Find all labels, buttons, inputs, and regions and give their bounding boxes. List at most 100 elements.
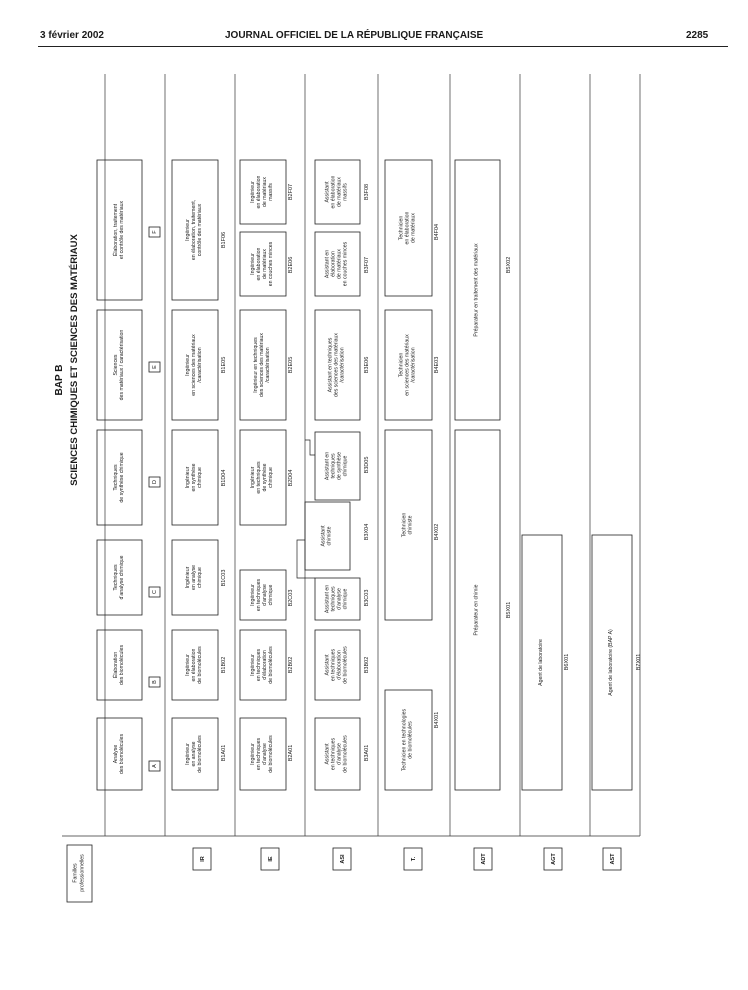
job-title-ie-c: Ingénieuren techniquesd'analysechimique bbox=[250, 578, 274, 611]
job-code-asi-cd: B3X04 bbox=[364, 524, 370, 541]
job-title-adt-1: Préparateur en chimie bbox=[474, 584, 480, 635]
job-code-ir-b: B1B02 bbox=[221, 657, 227, 674]
category-badge bbox=[403, 847, 423, 871]
family-letter-box bbox=[148, 586, 161, 598]
family-header-box bbox=[96, 629, 143, 701]
job-box-asi-f1 bbox=[314, 231, 361, 297]
category-t: T. bbox=[411, 856, 417, 861]
job-title-asi-f1: Assistant enélaborationde matériauxen co… bbox=[325, 241, 349, 286]
legend-box bbox=[66, 844, 93, 903]
family-letter-c: C bbox=[152, 590, 158, 594]
job-box-t-ab bbox=[384, 689, 433, 791]
job-title-asi-d: Assistant entechniquesde synthèsechimiqu… bbox=[325, 452, 349, 480]
job-title-ir-a: Ingénieuren analysede biomolécules bbox=[185, 735, 203, 773]
category-ir: IR bbox=[200, 856, 206, 862]
job-code-adt-2: B5X02 bbox=[506, 257, 512, 274]
job-title-t-f: Technicienen élaborationde matériaux bbox=[399, 211, 417, 244]
job-code-t-e: B4E03 bbox=[434, 357, 440, 374]
family-name-d: Techniquesde synthèse chimique bbox=[113, 452, 125, 502]
legend-text: Famillesprofessionnelles bbox=[73, 854, 86, 892]
job-title-ir-f: Ingénieuren élaboration, traitement,cont… bbox=[185, 200, 203, 260]
job-code-ie-a: B2A01 bbox=[288, 745, 294, 762]
job-box-ie-f2 bbox=[239, 159, 287, 225]
job-title-ie-f1: Ingénieuren élaborationde matériauxen co… bbox=[250, 241, 274, 286]
job-box-t-f bbox=[384, 159, 433, 297]
family-letter-box bbox=[148, 361, 161, 373]
job-box-ast-1 bbox=[591, 534, 633, 791]
job-code-asi-d: B3D05 bbox=[364, 457, 370, 474]
job-box-asi-a bbox=[314, 717, 361, 791]
category-asi: ASI bbox=[340, 854, 346, 864]
family-name-c: Techniquesd'analyse chimique bbox=[113, 555, 125, 599]
job-title-ie-f2: Ingénieuren élaborationde matériauxmassi… bbox=[250, 175, 274, 208]
category-ie: IE bbox=[268, 856, 274, 862]
job-box-ir-c bbox=[171, 539, 219, 616]
job-code-asi-c: B3C03 bbox=[364, 590, 370, 607]
job-box-asi-cd bbox=[304, 501, 351, 571]
job-box-ir-a bbox=[171, 717, 219, 791]
family-header-box bbox=[96, 309, 143, 421]
job-code-agt-1: B6X01 bbox=[564, 654, 570, 671]
job-title-ie-d: Ingénieuren techniquesde synthèsechimiqu… bbox=[250, 461, 274, 494]
job-code-ie-f1: B2E06 bbox=[288, 257, 294, 274]
job-title-asi-f2: Assistanten élaborationde matériauxmassi… bbox=[325, 175, 349, 208]
job-code-adt-1: B5X01 bbox=[506, 602, 512, 619]
category-badge bbox=[260, 847, 280, 871]
job-box-ir-b bbox=[171, 629, 219, 701]
job-code-ast-1: B7X01 bbox=[636, 654, 642, 671]
job-title-asi-cd: Assistantchimiste bbox=[321, 525, 333, 547]
job-box-ie-c bbox=[239, 569, 287, 621]
job-box-t-cd bbox=[384, 429, 433, 621]
job-code-ir-f: B1F06 bbox=[221, 232, 227, 248]
job-box-ie-f1 bbox=[239, 231, 287, 297]
family-header-box bbox=[96, 429, 143, 526]
job-title-asi-a: Assistanten techniquesd'analysede biomol… bbox=[325, 735, 349, 773]
job-title-asi-e: Assistant en techniquesdes sciences des … bbox=[328, 333, 346, 397]
family-header-box bbox=[96, 159, 143, 301]
family-name-f: Élaboration, traitementet contrôle des m… bbox=[112, 200, 125, 259]
job-code-ie-c: B2C03 bbox=[288, 590, 294, 607]
chart-title-bap: BAP B bbox=[54, 365, 65, 396]
job-box-ie-a bbox=[239, 717, 287, 791]
header-page-number: 2285 bbox=[686, 30, 709, 41]
category-badge bbox=[602, 847, 622, 871]
job-box-ie-e bbox=[239, 309, 287, 421]
job-code-t-f: B4F04 bbox=[434, 224, 440, 240]
job-title-ir-b: Ingénieuren élaborationde biomolécules bbox=[185, 646, 203, 684]
connector-line bbox=[305, 439, 315, 456]
job-code-ir-c: B1C03 bbox=[221, 570, 227, 587]
header-date: 3 février 2002 bbox=[40, 30, 104, 41]
family-name-e: Sciencesdes matériaux / caractérisation bbox=[113, 330, 125, 401]
job-box-ir-d bbox=[171, 429, 219, 526]
job-title-t-ab: Technicien en technologiesde biomolécule… bbox=[402, 708, 414, 771]
family-name-b: Élaborationdes biomolécules bbox=[112, 645, 125, 685]
job-box-ie-b bbox=[239, 629, 287, 701]
job-box-agt-1 bbox=[521, 534, 563, 791]
job-title-ast-1: Agent de laboratoire (BAP A) bbox=[608, 629, 614, 696]
category-badge bbox=[543, 847, 563, 871]
family-letter-box bbox=[148, 760, 161, 772]
family-letter-f: F bbox=[152, 230, 158, 234]
family-letter-box bbox=[148, 676, 161, 688]
job-box-adt-2 bbox=[454, 159, 501, 421]
connector-line bbox=[296, 539, 315, 579]
job-code-asi-b: B3B02 bbox=[364, 657, 370, 674]
job-code-asi-f1: B3F07 bbox=[364, 257, 370, 273]
job-box-asi-d bbox=[314, 431, 361, 501]
job-box-asi-e bbox=[314, 309, 361, 421]
job-title-ir-c: Ingénieuren analysechimique bbox=[185, 565, 203, 590]
family-header-box bbox=[96, 717, 143, 791]
job-code-asi-f2: B3F08 bbox=[364, 184, 370, 200]
job-title-ir-e: Ingénieuren sciences des matériaux/carac… bbox=[185, 334, 203, 396]
header-title: JOURNAL OFFICIEL DE LA RÉPUBLIQUE FRANÇA… bbox=[225, 30, 484, 41]
family-letter-b: B bbox=[152, 680, 158, 684]
category-badge bbox=[473, 847, 493, 871]
chart-title: SCIENCES CHIMIQUES ET SCIENCES DES MATÉR… bbox=[69, 234, 80, 486]
job-title-ir-d: Ingénieuren synthèsechimique bbox=[185, 463, 203, 491]
job-box-ir-f bbox=[171, 159, 219, 301]
job-title-ie-b: Ingénieuren techniquesd'élaborationde bi… bbox=[250, 646, 274, 684]
job-code-t-ab: B4X01 bbox=[434, 712, 440, 729]
job-title-asi-b: Assistanten techniquesd'élaborationde bi… bbox=[325, 646, 349, 684]
job-box-asi-b bbox=[314, 629, 361, 701]
